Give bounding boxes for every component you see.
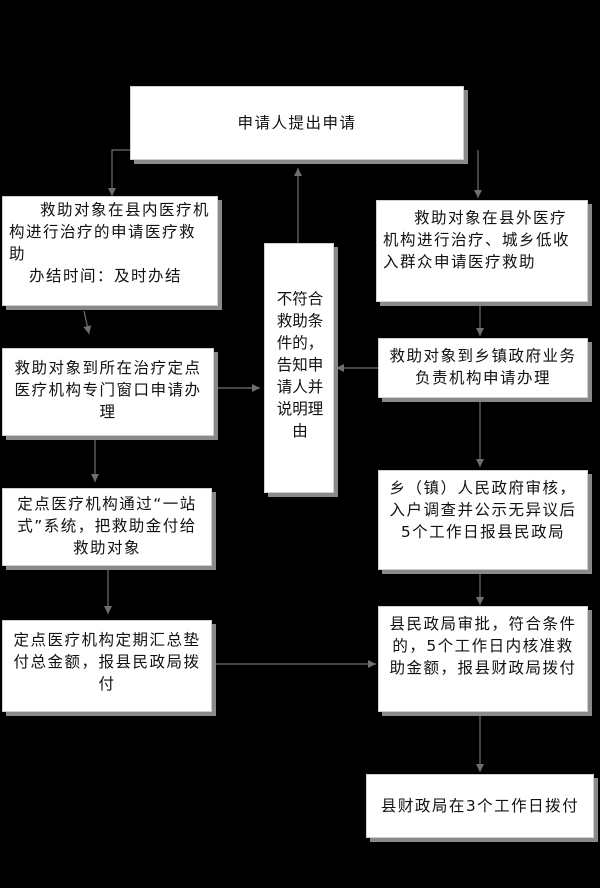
- node-town-apply-text: 救助对象到乡镇政府业务负责机构申请办理: [389, 347, 577, 387]
- node-county-civil: 县民政局审批，符合条件的，5个工作日内核准救助金额，报县财政局拨付: [378, 606, 588, 712]
- node-apply: 申请人提出申请: [130, 86, 464, 160]
- node-inner-window: 救助对象到所在治疗定点医疗机构专门窗口申请办理: [2, 348, 214, 436]
- node-town-apply: 救助对象到乡镇政府业务负责机构申请办理: [378, 338, 588, 398]
- node-county-civil-text: 县民政局审批，符合条件的，5个工作日内核准救助金额，报县财政局拨付: [389, 615, 577, 677]
- node-reject-text: 不符合救助条件的，告知申请人并说明理由: [276, 290, 324, 440]
- node-finance: 县财政局在3个工作日拨付: [366, 774, 594, 838]
- node-finance-text: 县财政局在3个工作日拨付: [380, 797, 580, 815]
- node-inner-window-text: 救助对象到所在治疗定点医疗机构专门窗口申请办理: [14, 359, 202, 421]
- node-one-stop: 定点医疗机构通过“一站式”系统，把救助金付给救助对象: [2, 488, 212, 566]
- node-town-review-text: 乡（镇）人民政府审核，入户调查并公示无异议后5个工作日报县民政局: [389, 479, 577, 541]
- node-periodic-text: 定点医疗机构定期汇总垫付总金额，报县民政局拨付: [13, 631, 201, 693]
- node-outer-text: 救助对象在县外医疗机构进行治疗、城乡低收入群众申请医疗救助: [383, 209, 571, 271]
- node-town-review: 乡（镇）人民政府审核，入户调查并公示无异议后5个工作日报县民政局: [378, 470, 588, 570]
- node-one-stop-text: 定点医疗机构通过“一站式”系统，把救助金付给救助对象: [17, 495, 197, 557]
- node-outer-hospital: 救助对象在县外医疗机构进行治疗、城乡低收入群众申请医疗救助: [376, 200, 588, 302]
- arrow-inner-to-window: [83, 310, 92, 335]
- node-inner-line2: 办结时间：及时办结: [29, 267, 183, 285]
- node-periodic: 定点医疗机构定期汇总垫付总金额，报县民政局拨付: [2, 620, 212, 712]
- arrow-apply-to-inner: [108, 149, 130, 196]
- node-apply-text: 申请人提出申请: [237, 114, 357, 132]
- node-inner-hospital: 救助对象在县内医疗机构进行治疗的申请医疗救助 办结时间：及时办结: [2, 196, 218, 306]
- node-reject: 不符合救助条件的，告知申请人并说明理由: [264, 243, 334, 493]
- node-inner-line1: 救助对象在县内医疗机构进行治疗的申请医疗救助: [9, 201, 211, 263]
